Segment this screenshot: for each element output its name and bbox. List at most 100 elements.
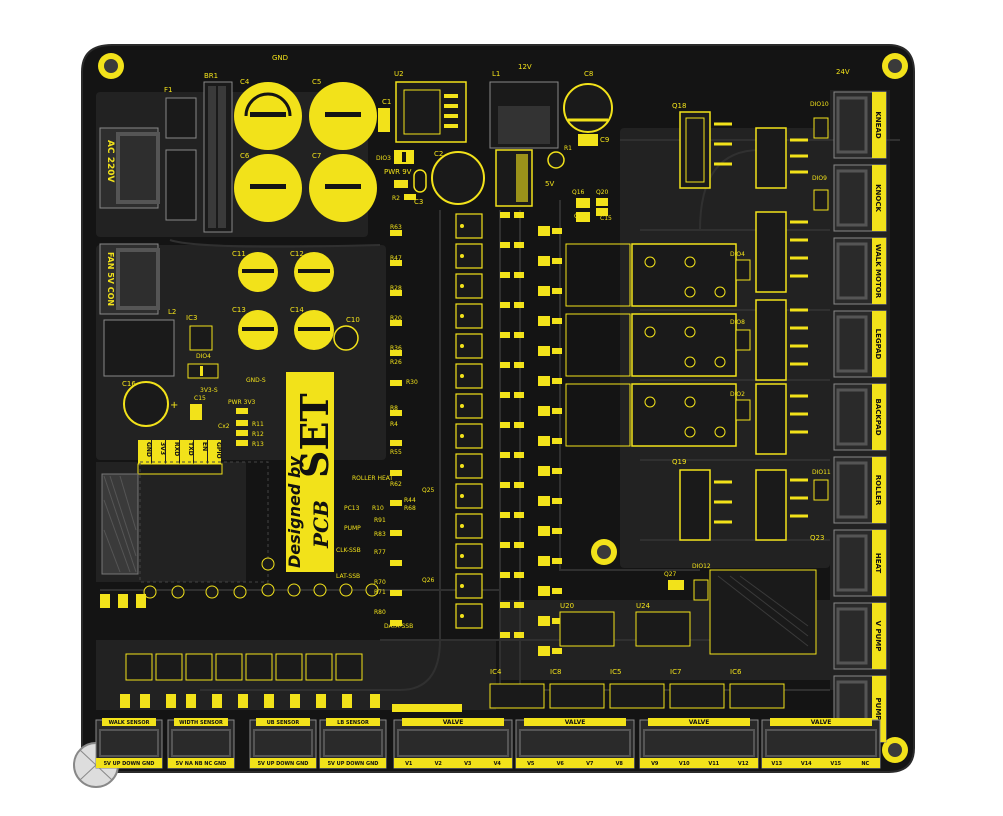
- l2-label: L2: [168, 308, 176, 316]
- valve-pin-label: V15: [830, 761, 841, 767]
- gnds-label: GND-S: [246, 377, 266, 384]
- dio11-label: DIO11: [812, 469, 831, 476]
- connector-right: WALK MOTOR: [833, 237, 887, 305]
- valve-pin-label: V11: [708, 761, 719, 767]
- ic-u24: [635, 611, 691, 647]
- capacitor-c15b: [596, 208, 608, 216]
- inductor-l1: [489, 81, 559, 149]
- smd-resistor: [390, 260, 402, 266]
- valve-pin-label: NC: [861, 761, 869, 767]
- lat-label: LAT-SSB: [336, 573, 360, 580]
- smd-resistor: [514, 572, 524, 578]
- smd-resistor: [390, 470, 402, 476]
- smd-resistor: [552, 258, 562, 264]
- br1-label: BR1: [204, 72, 218, 80]
- smd-resistor: [390, 590, 402, 596]
- debug-header-pin: 3V3: [152, 440, 166, 464]
- r2-label: R2: [392, 195, 400, 202]
- smd-resistor: [500, 212, 510, 218]
- c12-label: C12: [290, 250, 304, 258]
- valve-pin-label: V9: [651, 761, 659, 767]
- mosfet-a: [755, 211, 787, 293]
- sensor-connector-pins: 5V NA NB NC GND: [176, 761, 227, 767]
- smd-resistor: [514, 422, 524, 428]
- valve-pin-label: V4: [494, 761, 502, 767]
- valve-pin-label: V10: [679, 761, 690, 767]
- smd-resistor: [390, 290, 402, 296]
- left-mid-labels: R63 R47 R28 R20 R36 R26 R30 R8 R4 R55 RO…: [336, 224, 435, 630]
- r36-label: R36: [390, 345, 402, 352]
- valve-pin-label: V2: [435, 761, 443, 767]
- smd-resistor: [552, 438, 562, 444]
- diode-dio4-right: [735, 259, 751, 281]
- smd-resistor: [390, 320, 402, 326]
- transistor-q27: [668, 580, 684, 590]
- driver-pad: [455, 483, 483, 509]
- c6-label: C6: [240, 152, 250, 160]
- connector-right: BACKPAD: [833, 383, 887, 451]
- q18-label: Q18: [672, 102, 686, 110]
- smd-resistor: [500, 482, 510, 488]
- connector-right: KNOCK: [833, 164, 887, 232]
- sensor-connector-label: LB SENSOR: [337, 720, 369, 726]
- c8-label: C8: [584, 70, 593, 78]
- mounting-hole: [98, 53, 124, 79]
- r1-label: R1: [564, 145, 572, 152]
- fan-connector-label: FAN 5V CON: [106, 252, 115, 306]
- r12-label: R12: [252, 431, 264, 438]
- valve-pin-label: V13: [771, 761, 782, 767]
- connector-right-label: PUMP: [874, 698, 882, 721]
- smd-transistor: [538, 556, 550, 566]
- valve-pin-label: V6: [557, 761, 565, 767]
- diode-dio11: [813, 479, 829, 501]
- designed-by-text: Designed by: [285, 456, 304, 568]
- ic-u20: [559, 611, 615, 647]
- r10-label: R10: [372, 505, 384, 512]
- diode-dio12: [693, 579, 709, 601]
- c15-label: C15: [194, 395, 206, 402]
- r11-label: R11: [252, 421, 264, 428]
- connector-j: [495, 149, 533, 207]
- ic7-label: IC7: [670, 668, 681, 676]
- q27-label: Q27: [664, 571, 677, 578]
- clk-label: CLK-SSB: [336, 547, 361, 554]
- smd-row: [100, 594, 462, 712]
- r83-label: R83: [374, 531, 386, 538]
- resistor-r12: [236, 430, 248, 436]
- ic4-label: IC4: [490, 668, 502, 676]
- fuse-f1: [165, 97, 197, 221]
- r47-label: R47: [390, 255, 402, 262]
- diode-dio2: [735, 399, 751, 421]
- smd-resistor: [500, 362, 510, 368]
- valve-connector-label: VALVE: [565, 719, 586, 726]
- smd-resistor: [390, 440, 402, 446]
- valve-pin-label: V12: [738, 761, 749, 767]
- smd-resistor: [514, 212, 524, 218]
- mounting-hole: [882, 53, 908, 79]
- ic-row: [489, 683, 785, 709]
- smd-transistor: [538, 406, 550, 416]
- r44-label: R44: [404, 497, 416, 504]
- smd-transistor: [538, 466, 550, 476]
- inductor-l2: [103, 319, 175, 377]
- capacitor-c13: [238, 310, 278, 350]
- dio12-label: DIO12: [692, 563, 711, 570]
- connector-right-label: WALK MOTOR: [874, 244, 882, 299]
- smd-transistor: [538, 436, 550, 446]
- smd-resistor: [514, 482, 524, 488]
- r70-label: R70: [374, 579, 386, 586]
- c1-label: C1: [382, 98, 391, 106]
- smd-transistor: [538, 586, 550, 596]
- q23-label: Q23: [810, 534, 824, 542]
- c3-label: C3: [414, 198, 423, 206]
- smd-transistor: [538, 616, 550, 626]
- smd-resistor: [514, 362, 524, 368]
- test-points-row: [143, 557, 379, 599]
- u2-label: U2: [394, 70, 404, 78]
- mounting-hole: [591, 539, 617, 565]
- resistor-r13: [236, 440, 248, 446]
- smd-resistor: [500, 332, 510, 338]
